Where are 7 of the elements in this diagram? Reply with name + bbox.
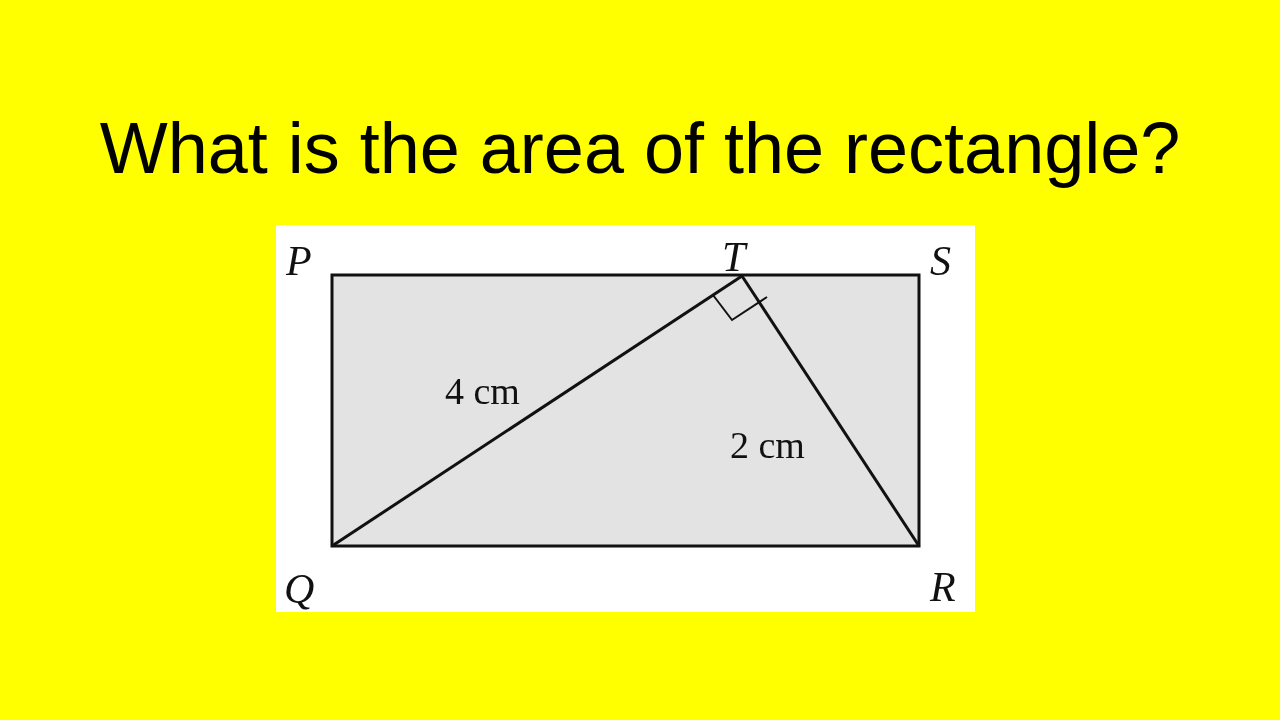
vertex-label: Q	[284, 568, 315, 610]
vertex-label: S	[930, 240, 951, 282]
vertex-label: P	[286, 240, 312, 282]
length-label: 4 cm	[445, 372, 520, 410]
vertex-label: T	[722, 236, 746, 278]
length-label: 2 cm	[730, 426, 805, 464]
vertex-label: R	[930, 566, 956, 608]
